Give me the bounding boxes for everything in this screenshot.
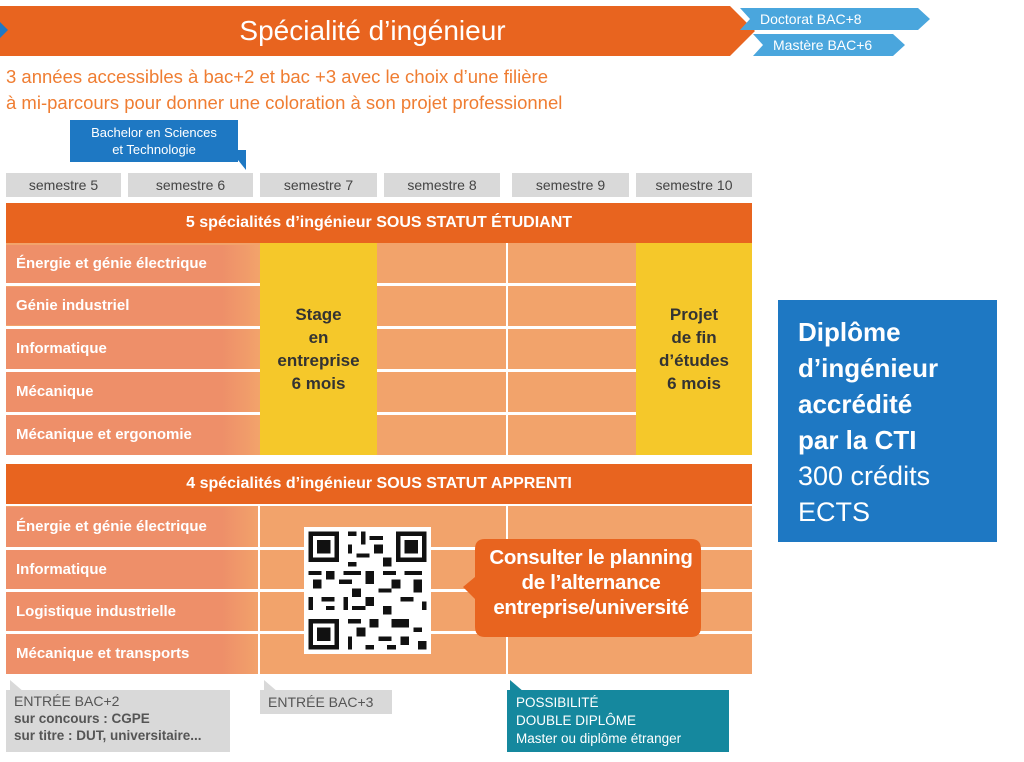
semester-label: semestre 10 <box>636 173 752 197</box>
semester-label: semestre 7 <box>260 173 377 197</box>
credits-line: ECTS <box>798 497 871 527</box>
internship-line: 6 mois <box>291 374 346 393</box>
final-project-line: 6 mois <box>667 374 721 393</box>
specialty-row: Logistique industrielle <box>6 592 260 632</box>
note-line: DOUBLE DIPLÔME <box>516 713 637 728</box>
specialty-row: Informatique <box>6 329 260 369</box>
note-pointer <box>264 680 278 692</box>
consult-callout <box>463 539 701 637</box>
row-divider <box>6 283 752 286</box>
degree-tag-mastere: Mastère BAC+6 <box>753 34 905 56</box>
section-heading-student: 5 spécialités d’ingénieur SOUS STATUT ÉT… <box>6 203 752 243</box>
row-divider <box>6 369 752 372</box>
internship-block: Stage en entreprise 6 mois <box>260 243 377 455</box>
final-project-line: d’études <box>659 351 729 370</box>
page-title: Spécialité d’ingénieur <box>239 15 506 46</box>
note-pointer <box>10 680 24 692</box>
subtitle-line: 3 années accessibles à bac+2 et bac +3 a… <box>6 66 548 87</box>
specialty-row: Informatique <box>6 550 260 590</box>
note-line: sur concours : CGPE <box>14 711 150 726</box>
diploma-box: Diplôme d’ingénieur accrédité par la CTI… <box>778 300 997 542</box>
consult-planning-link[interactable]: Consulter le planning de l’alternance en… <box>476 545 706 620</box>
entry-bac3-note: ENTRÉE BAC+3 <box>260 690 392 714</box>
semester-label: semestre 9 <box>512 173 629 197</box>
column-divider <box>506 243 508 455</box>
subtitle-line: à mi-parcours pour donner une coloration… <box>6 92 563 113</box>
consult-line: entreprise/université <box>493 596 689 619</box>
bachelor-callout: Bachelor en Sciences et Technologie <box>70 120 238 162</box>
heading-status: SOUS STATUT APPRENTI <box>376 475 572 492</box>
internship-line: entreprise <box>277 351 360 370</box>
specialty-row: Mécanique et ergonomie <box>6 415 260 455</box>
column-divider <box>258 506 260 674</box>
consult-line: de l’alternance <box>521 571 661 594</box>
final-project-line: de fin <box>671 328 717 347</box>
heading-status: SOUS STATUT ÉTUDIANT <box>376 214 573 231</box>
row-divider <box>6 412 752 415</box>
diploma-line: Diplôme <box>798 317 901 347</box>
section-heading-apprentice: 4 spécialités d’ingénieur SOUS STATUT AP… <box>6 464 752 504</box>
heading-prefix: 5 spécialités d’ingénieur <box>185 214 377 231</box>
heading-prefix: 4 spécialités d’ingénieur <box>186 475 377 492</box>
note-line: Master ou diplôme étranger <box>516 731 682 746</box>
double-degree-note: POSSIBILITÉ DOUBLE DIPLÔME Master ou dip… <box>507 690 729 752</box>
chevron-right-icon <box>0 22 8 38</box>
qr-code-icon[interactable] <box>304 527 431 654</box>
specialty-row: Énergie et génie électrique <box>6 245 260 283</box>
qr-code-graphic <box>308 531 427 650</box>
specialty-row: Énergie et génie électrique <box>6 507 260 547</box>
diploma-line: accrédité <box>798 389 913 419</box>
note-title: ENTRÉE BAC+2 <box>14 693 120 709</box>
note-line: POSSIBILITÉ <box>516 695 599 710</box>
note-line: sur titre : DUT, universitaire... <box>14 728 202 743</box>
note-pointer <box>510 680 524 692</box>
degree-tag-doctorat: Doctorat BAC+8 <box>740 8 930 30</box>
title-banner <box>0 6 755 56</box>
specialty-row: Mécanique <box>6 372 260 412</box>
semester-label: semestre 8 <box>384 173 500 197</box>
specialty-row: Génie industriel <box>6 287 260 325</box>
consult-line: Consulter le planning <box>489 546 693 569</box>
row-divider <box>6 326 752 329</box>
entry-bac2-note: ENTRÉE BAC+2 sur concours : CGPE sur tit… <box>6 690 230 752</box>
specialty-row: Mécanique et transports <box>6 634 260 674</box>
internship-line: en <box>308 328 329 347</box>
bachelor-line: Bachelor en Sciences <box>91 125 217 140</box>
bachelor-line: et Technologie <box>112 142 196 157</box>
final-project-block: Projet de fin d’études 6 mois <box>636 243 752 455</box>
semester-label: semestre 5 <box>6 173 121 197</box>
internship-line: Stage <box>295 305 342 324</box>
final-project-line: Projet <box>669 305 719 324</box>
diploma-line: par la CTI <box>798 425 917 455</box>
subtitle: 3 années accessibles à bac+2 et bac +3 a… <box>6 64 766 116</box>
diploma-line: d’ingénieur <box>798 353 939 383</box>
credits-line: 300 crédits <box>798 461 931 491</box>
semester-label: semestre 6 <box>128 173 253 197</box>
